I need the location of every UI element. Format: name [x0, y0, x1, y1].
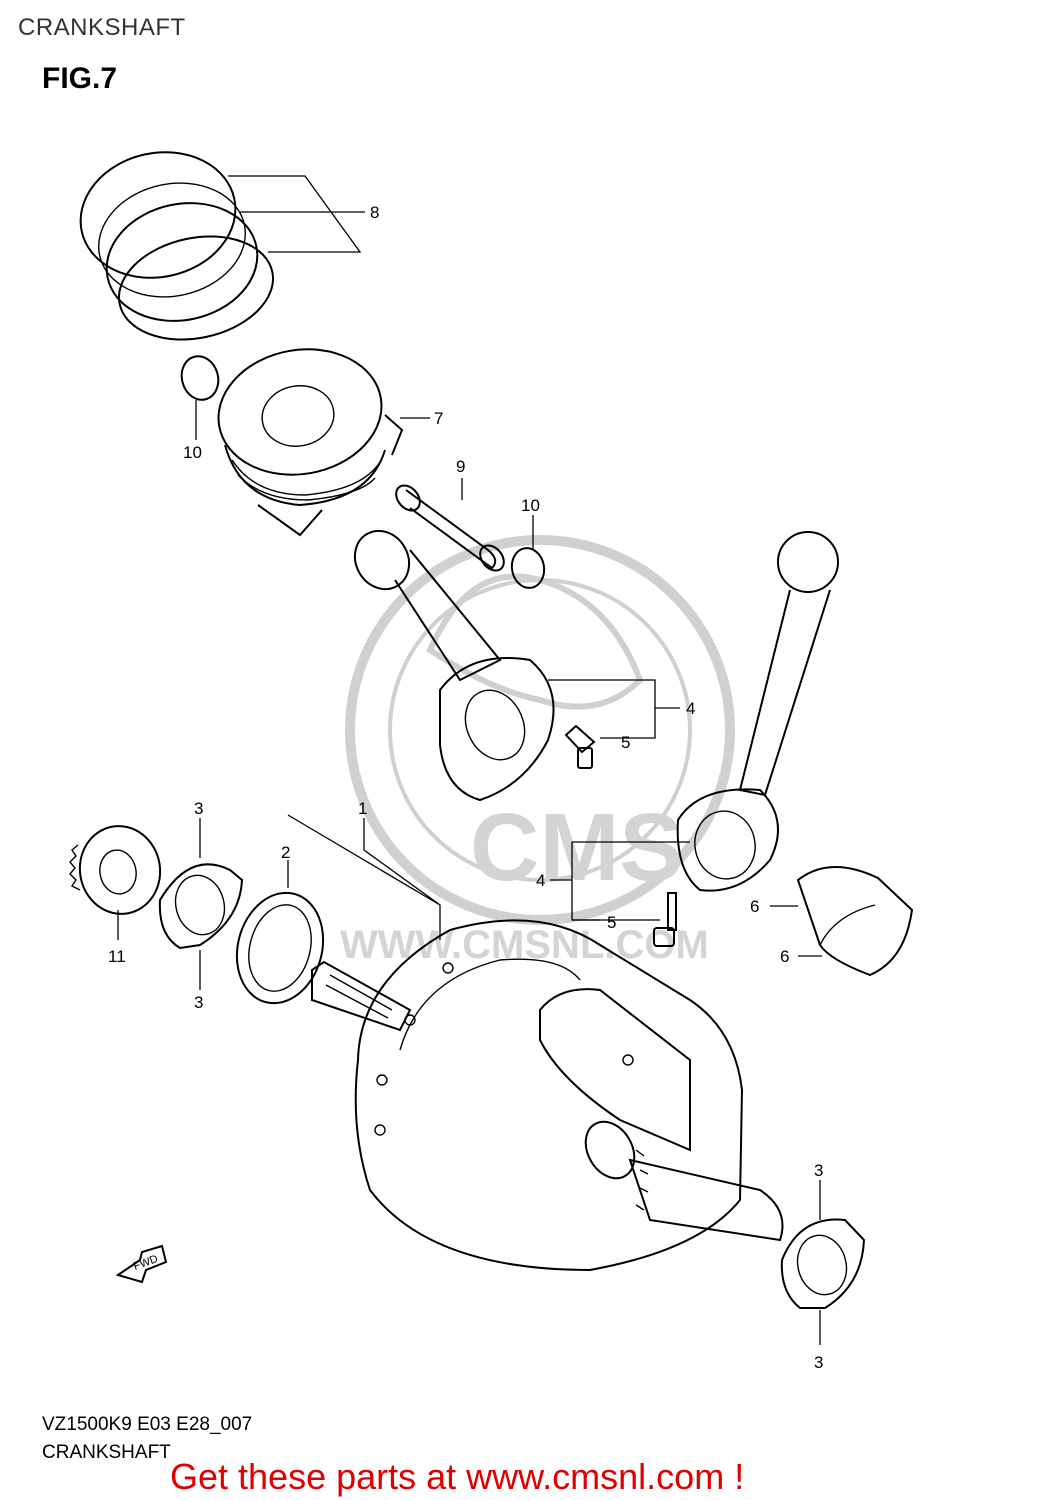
callout-9: 9: [456, 457, 465, 476]
conrod-bolt-lower: [653, 892, 677, 947]
thrust-washer: [235, 891, 325, 1005]
figure-label: FIG.7: [42, 62, 118, 95]
crankshaft-bearing-right: [780, 1218, 866, 1309]
callout-5-upper: 5: [621, 733, 630, 752]
callout-leaders: [117, 175, 822, 1345]
callout-4-lower: 4: [536, 871, 545, 890]
callout-3-lower-right: 3: [814, 1353, 823, 1372]
callout-2: 2: [281, 843, 290, 862]
crankshaft: [311, 919, 784, 1272]
callout-5-lower: 5: [607, 913, 616, 932]
timing-sprocket: [69, 825, 162, 915]
watermark-logo-text: CMS: [470, 794, 683, 901]
callout-8: 8: [370, 203, 379, 222]
parts-store-link[interactable]: Get these parts at www.cmsnl.com !: [170, 1456, 745, 1497]
watermark: CMS WWW.CMSNL.COM: [340, 535, 735, 967]
callout-6-lower: 6: [780, 947, 789, 966]
crankpin-bearing: [796, 866, 914, 977]
piston-pin-circlip-right: [510, 547, 546, 589]
conrod-bolt-upper: [564, 724, 596, 769]
piston-pin: [395, 484, 505, 572]
callout-10-left: 10: [183, 443, 202, 462]
callout-3-upper-left: 3: [194, 799, 203, 818]
model-code: VZ1500K9 E03 E28_007: [42, 1414, 253, 1435]
callout-11: 11: [108, 947, 126, 966]
crankshaft-bearing-left: [158, 863, 244, 950]
callout-6-upper: 6: [750, 897, 759, 916]
connecting-rod-left: [353, 529, 555, 802]
callout-3-upper-right: 3: [814, 1161, 823, 1180]
piston-rings: [79, 151, 275, 341]
callout-1: 1: [358, 799, 367, 818]
piston: [217, 348, 404, 537]
callout-7: 7: [434, 409, 443, 428]
callout-4-upper: 4: [686, 699, 695, 718]
callout-3-lower-left: 3: [194, 993, 203, 1012]
piston-pin-circlip-left: [180, 355, 220, 401]
page-title: CRANKSHAFT: [18, 14, 186, 41]
callout-10-right: 10: [521, 496, 540, 515]
connecting-rod-right: [676, 531, 839, 892]
section-name: CRANKSHAFT: [42, 1442, 171, 1463]
fwd-arrow-marker: FWD: [115, 1244, 168, 1284]
